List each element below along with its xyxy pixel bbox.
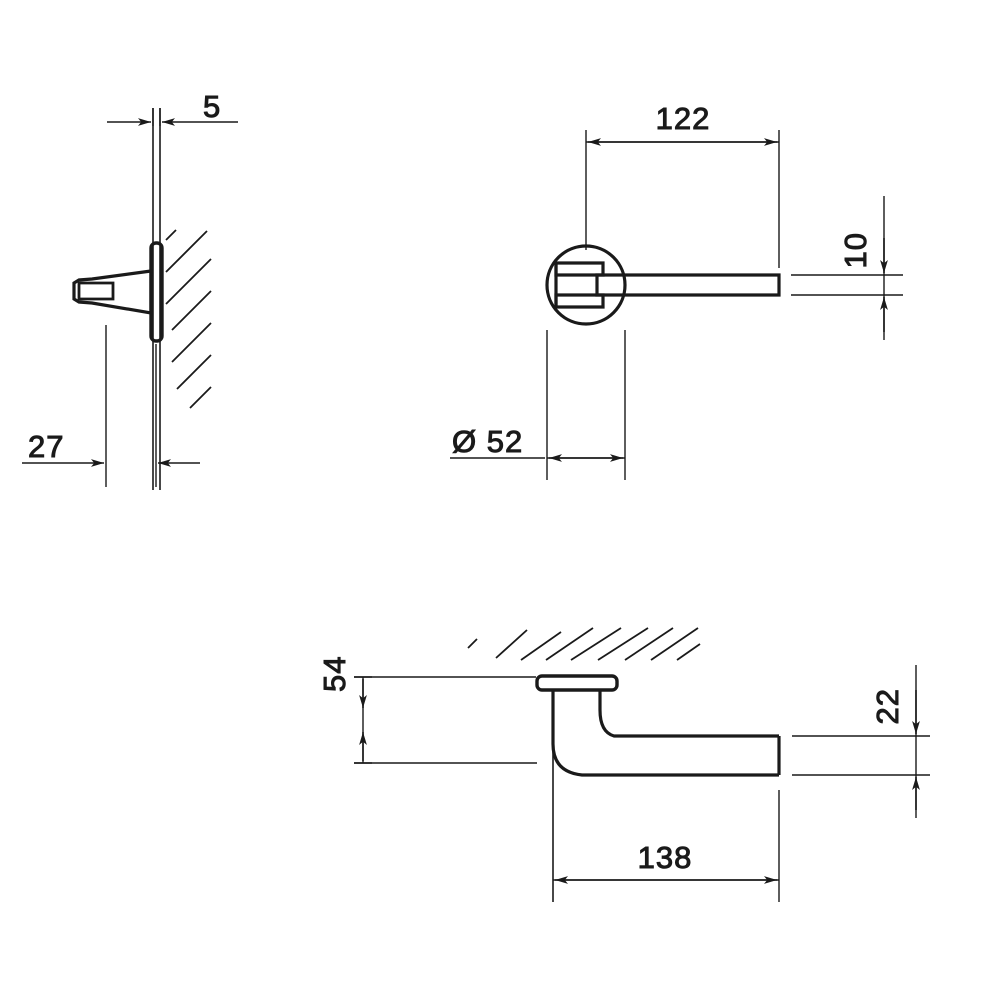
lever-width-extension-lines xyxy=(791,274,903,296)
dimension-122: 122 xyxy=(585,101,780,268)
dimension-label-122: 122 xyxy=(656,101,711,136)
dimension-138: 138 xyxy=(553,790,780,902)
dimension-10: 10 xyxy=(838,196,888,340)
dimension-label-diameter-52: Ø 52 xyxy=(452,424,523,459)
dimension-diameter-52: Ø 52 xyxy=(450,330,626,480)
top-plan-view: 122 10 Ø 52 xyxy=(450,101,903,480)
wall-hatching xyxy=(165,229,212,409)
dimension-label-54: 54 xyxy=(317,656,352,692)
dimension-label-138: 138 xyxy=(638,840,693,875)
dimension-5: 5 xyxy=(107,89,238,126)
dimension-label-10: 10 xyxy=(838,232,873,268)
lever-stub-profile xyxy=(72,269,153,315)
lever-profile-front xyxy=(551,691,781,777)
rose-plate-profile xyxy=(149,241,164,343)
lever-arm-plan xyxy=(595,273,781,297)
door-face-hatching xyxy=(467,627,701,661)
dimension-label-27: 27 xyxy=(28,429,64,464)
dimension-54: 54 xyxy=(317,655,372,764)
dimension-label-22: 22 xyxy=(870,688,905,724)
dimension-label-5: 5 xyxy=(203,89,221,124)
door-edge-lines xyxy=(152,108,161,490)
rose-plate-front xyxy=(535,674,619,692)
dimension-27: 27 xyxy=(22,325,200,487)
rose-circle xyxy=(545,244,627,326)
side-section-view: 5 27 xyxy=(22,89,238,490)
lever-height-extension-lines xyxy=(792,735,930,776)
dimension-22: 22 xyxy=(870,665,920,818)
front-elevation-view: 54 138 22 xyxy=(317,627,930,902)
